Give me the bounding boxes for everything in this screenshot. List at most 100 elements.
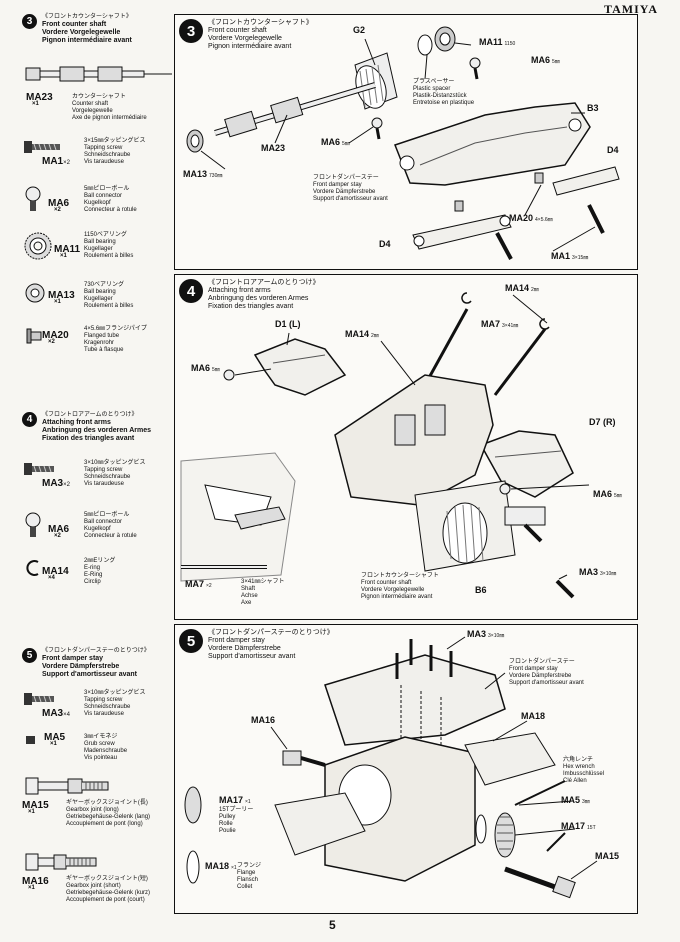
part-desc-en: Ball connector (84, 193, 123, 199)
label-d4-right: D4 (607, 145, 619, 155)
note-jp: 六角レンチ (563, 757, 594, 763)
label-code: MA17 (219, 795, 244, 805)
part-desc-en: Flanged tube (84, 333, 120, 339)
part-jp: ギヤーボックスジョイント(短) (66, 876, 148, 882)
part-count: ×2 (63, 160, 70, 166)
note-jp: フランジ (237, 863, 262, 869)
step-title-en: Front damper stay (42, 655, 104, 662)
part-jp: 3×10㎜タッピングビス (84, 460, 146, 466)
label-code: MA11 (479, 37, 503, 47)
step-title-fr: Support d'amortisseur avant (42, 671, 138, 678)
label-size: 5㎜ (342, 141, 350, 147)
step-title-jp: 《フロントロアアームのとりつけ》 (208, 279, 320, 286)
note-en: Front counter shaft (361, 580, 412, 586)
label-code: MA6 (191, 363, 211, 373)
note-jp: フロントダンパーステー (509, 659, 575, 665)
label-ma16: MA16 (251, 715, 276, 725)
part-jp: 3×15㎜タッピングビス (84, 138, 146, 144)
part-desc-en: Grub screw (84, 741, 115, 747)
part-count: ×1 (54, 299, 61, 305)
label-b6: B6 (475, 585, 487, 595)
part-code: MA11 (54, 244, 81, 255)
part-desc-en: Counter shaft (72, 101, 109, 107)
note-de: Achse (241, 593, 258, 599)
ball-connector-icon (25, 512, 41, 537)
part-count: ×2 (63, 482, 70, 488)
part-jp: 5㎜ピローボール (84, 512, 130, 518)
part-jp: カウンターシャフト (72, 94, 126, 100)
part-desc-en: Ball connector (84, 519, 123, 525)
part-desc-fr: Connecteur à rotule (84, 533, 137, 539)
step5-diagram (184, 636, 598, 899)
part-desc-fr: Vis taraudeuse (84, 481, 124, 487)
grub-screw-icon (26, 736, 35, 744)
step-title-en: Front counter shaft (42, 21, 107, 28)
part-desc-de: Kragenrohr (84, 340, 115, 346)
label-g2: G2 (353, 25, 366, 35)
step-title-en: Front counter shaft (208, 27, 267, 34)
part-code: MA5 (44, 732, 66, 743)
part-code: MA1 (42, 156, 64, 167)
step-title-fr: Fixation des triangles avant (208, 303, 294, 310)
part-desc-de: Schneidschraube (84, 474, 131, 480)
label-ma18-top: MA18 (521, 711, 546, 721)
step-title-jp: 《フロントカウンターシャフト》 (42, 14, 132, 20)
label-code: MA14 (505, 283, 530, 293)
ball-bearing-icon (24, 232, 52, 260)
note-fr: Support d'amortisseur avant (313, 196, 388, 202)
part-desc-en: Gearbox joint (long) (66, 807, 119, 813)
label-size: 5㎜ (614, 493, 622, 499)
part-jp: 3×10㎜タッピングビス (84, 690, 146, 696)
label-size: 2㎜ (371, 333, 379, 339)
label-d4-left: D4 (379, 239, 391, 249)
part-jp: 2㎜Eリング (84, 558, 116, 564)
part-desc-de: Madenschraube (84, 748, 128, 754)
label-size: 2㎜ (531, 287, 539, 293)
part-desc-de: Getriebegehäuse-Gelenk (lang) (66, 814, 151, 820)
label-count: ×2 (206, 583, 212, 589)
label-size: 3㎜ (582, 799, 590, 805)
gearbox-joint-short-icon (25, 853, 97, 871)
note-fr: Axe (241, 600, 252, 606)
step-title-fr: Pignon intermédiaire avant (42, 37, 132, 44)
part-desc-en: Tapping screw (84, 697, 123, 703)
e-ring-icon (26, 560, 39, 576)
tapping-screw-icon (24, 463, 54, 475)
step-title-en: Attaching front arms (42, 419, 111, 426)
part-jp: 4×5.6㎜フランジパイプ (84, 326, 147, 332)
step-title-jp: 《フロントロアアームのとりつけ》 (42, 412, 138, 418)
label-code: MA6 (531, 55, 551, 65)
label-d7: D7 (R) (589, 417, 616, 427)
note-en: Flange (237, 870, 256, 876)
part-code: MA16 (22, 876, 49, 887)
part-code: MA20 (42, 330, 69, 341)
step-title-en: Front damper stay (208, 637, 265, 644)
note-en: Plastic spacer (413, 86, 451, 92)
part-ma16: MA16×1 ギヤーボックスジョイント(短)Gearbox joint (sho… (22, 850, 172, 910)
note-fr: Clé Allen (563, 778, 587, 784)
step-number: 3 (22, 14, 37, 29)
part-jp: 5㎜ピローボール (84, 186, 130, 192)
part-jp: ギヤーボックスジョイント(長) (66, 800, 148, 806)
part-desc-fr: Connecteur à rotule (84, 207, 137, 213)
part-code: MA13 (48, 290, 75, 301)
label-size: 3×10㎜ (600, 571, 617, 577)
step-title-fr: Fixation des triangles avant (42, 435, 135, 442)
part-count: ×1 (28, 885, 35, 891)
